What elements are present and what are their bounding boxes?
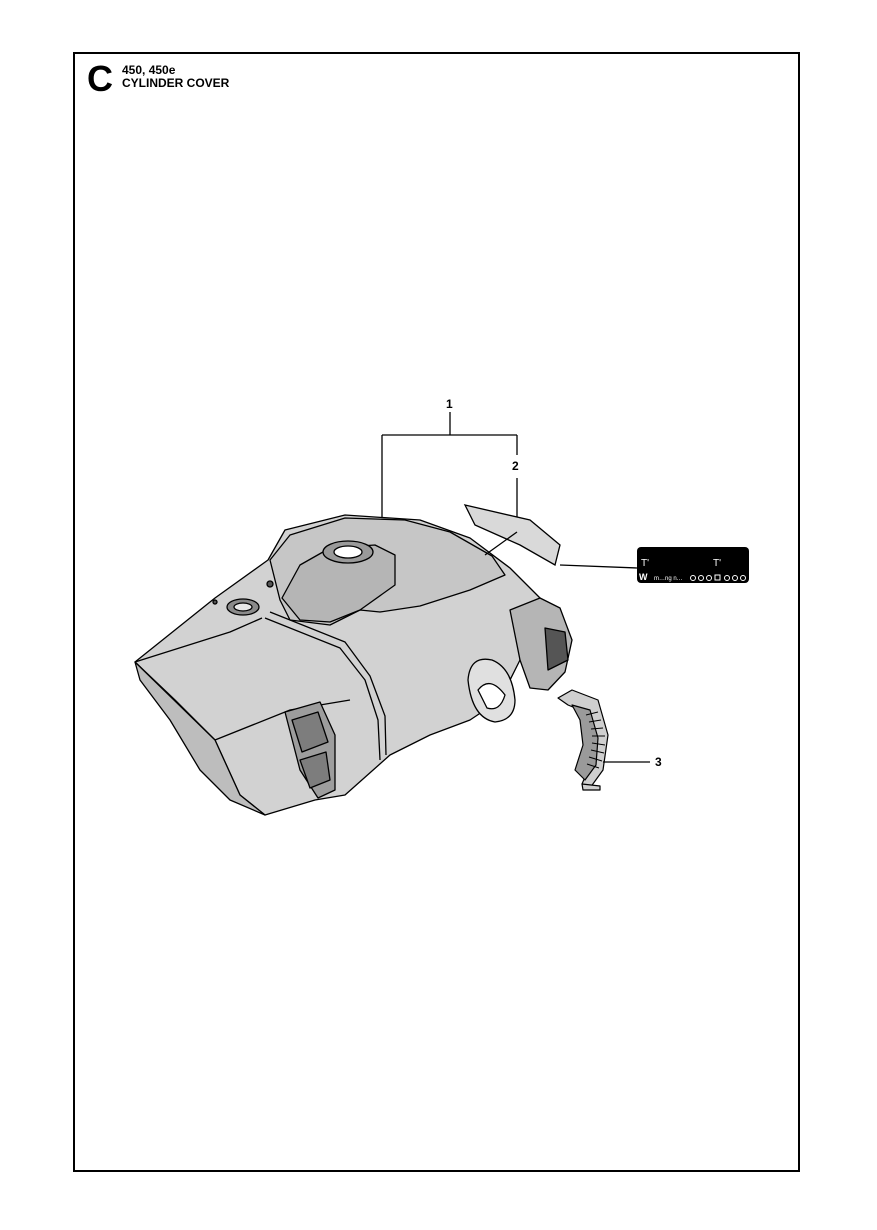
- decal-label: T' T' W m…ng n…: [637, 547, 749, 583]
- decal-line1-right: T': [713, 558, 721, 569]
- section-letter: C: [87, 58, 113, 99]
- cylinder-cover-drawing: [134, 514, 573, 816]
- decal-line1-left: T': [641, 558, 649, 569]
- callout-1: 1: [446, 397, 453, 411]
- model-numbers: 450, 450e: [122, 63, 176, 77]
- page-title: CYLINDER COVER: [122, 76, 230, 90]
- decal-line2-text: m…ng n…: [654, 576, 683, 582]
- callout-1-leader: [381, 412, 518, 520]
- decal-symbol-icons: [690, 574, 746, 581]
- clip-grip-ridges: [585, 711, 606, 769]
- decal-drawing: [463, 504, 638, 569]
- decal-line2-letter: W: [639, 572, 648, 582]
- callout-3: 3: [655, 755, 662, 769]
- page-frame: [73, 52, 800, 1172]
- callout-2: 2: [512, 459, 519, 473]
- clip-drawing: [557, 689, 650, 791]
